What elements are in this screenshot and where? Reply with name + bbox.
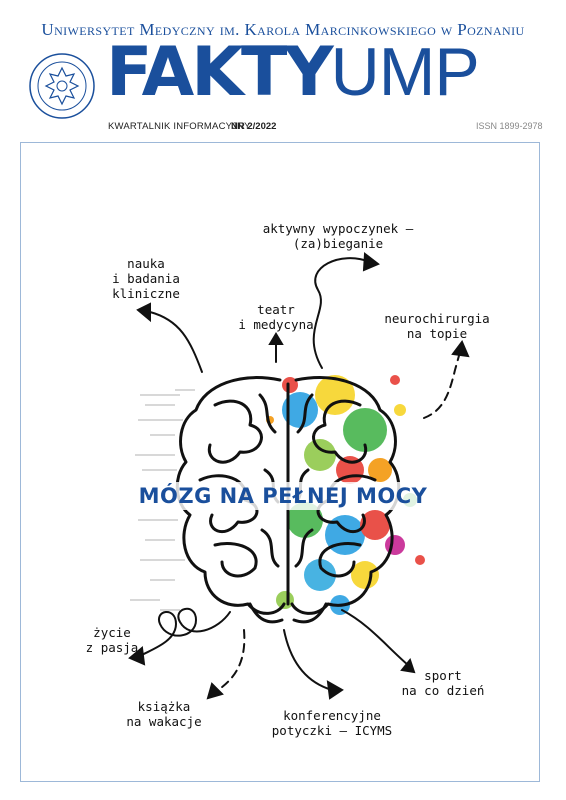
magazine-title: FAKTYUMP <box>106 38 480 107</box>
university-name: Uniwersytet Medyczny im. Karola Marcinko… <box>41 20 525 39</box>
topic-konferencyjne: konferencyjne potyczki – ICYMS <box>271 708 393 738</box>
issue-number: NR 2/2022 <box>231 121 277 132</box>
arrows <box>128 252 470 700</box>
title-bold: FAKTY <box>106 33 334 112</box>
formula-scribbles <box>130 389 195 611</box>
topic-sport: sport na co dzień <box>401 668 485 698</box>
issn: ISSN 1899-2978 <box>476 121 543 131</box>
title-light: UMP <box>330 34 480 110</box>
cover-headline: MÓZG NA PEŁNEJ MOCY <box>0 482 566 510</box>
topic-aktywny-wypoczynek: aktywny wypoczynek – (za)bieganie <box>262 221 414 251</box>
magazine-subtitle: KWARTALNIK INFORMACYJNY <box>108 121 251 132</box>
cover-frame <box>20 142 540 782</box>
topic-ksiazka: książka na wakacje <box>126 699 202 729</box>
topic-neurochirurgia: neurochirurgia na topie <box>384 311 490 341</box>
topic-nauka: nauka i badania kliniczne <box>112 256 180 301</box>
cover-headline-text: MÓZG NA PEŁNEJ MOCY <box>130 482 436 510</box>
topic-teatr: teatr i medycyna <box>238 302 314 332</box>
topic-zycie: życie z pasją <box>85 625 139 655</box>
university-seal-icon <box>29 53 95 119</box>
